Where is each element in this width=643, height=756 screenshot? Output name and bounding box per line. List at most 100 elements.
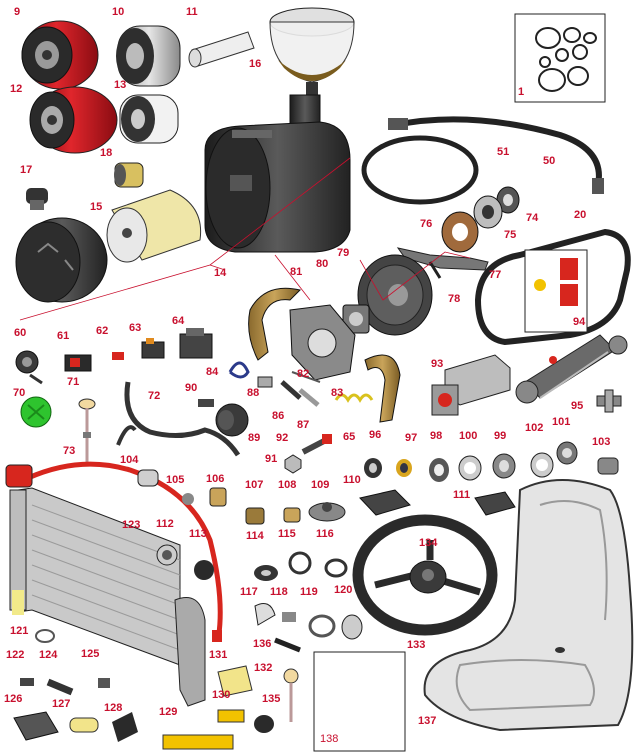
return-spring-icon (228, 361, 250, 379)
label-84: 84 (206, 366, 219, 378)
oil-filter-red-icon (29, 86, 118, 154)
label-80: 80 (316, 258, 329, 270)
seat-icon (423, 479, 634, 732)
label-115: 115 (278, 528, 296, 540)
label-99: 99 (494, 430, 507, 442)
label-102: 102 (525, 422, 544, 434)
radiator-hose-icon (5, 461, 223, 642)
label-86: 86 (272, 410, 285, 422)
label-11: 11 (186, 6, 198, 18)
boot-icon (215, 403, 249, 437)
bushing-icon (137, 469, 301, 525)
label-70: 70 (13, 387, 26, 399)
label-87: 87 (297, 419, 310, 431)
label-77: 77 (489, 269, 502, 281)
label-96: 96 (369, 429, 382, 441)
label-82: 82 (297, 368, 310, 380)
label-14: 14 (214, 267, 227, 279)
label-101: 101 (552, 416, 571, 428)
label-108: 108 (278, 479, 297, 491)
label-18: 18 (100, 147, 113, 159)
label-136: 136 (253, 638, 272, 650)
label-111: 111 (453, 489, 471, 501)
label-91: 91 (265, 453, 278, 465)
label-81: 81 (290, 266, 303, 278)
label-88: 88 (247, 387, 260, 399)
rocker-switch-icon (64, 354, 92, 372)
fuel-filter-icon (21, 20, 99, 90)
label-128: 128 (104, 702, 123, 714)
label-112: 112 (156, 518, 174, 530)
label-114: 114 (246, 530, 264, 542)
label-133: 133 (407, 639, 426, 651)
rubber-mount-icon (308, 502, 346, 522)
small-parts-icon (13, 637, 301, 750)
label-107: 107 (245, 479, 264, 491)
radiator-icon (9, 487, 206, 707)
label-74: 74 (526, 212, 539, 224)
label-50: 50 (543, 155, 556, 167)
label-89: 89 (248, 432, 261, 444)
label-15: 15 (90, 201, 103, 213)
label-125: 125 (81, 648, 100, 660)
label-135: 135 (262, 693, 281, 705)
label-75: 75 (504, 229, 517, 241)
label-93: 93 (431, 358, 444, 370)
bolt-icon (301, 434, 332, 455)
label-61: 61 (57, 330, 70, 342)
label-9: 9 (14, 6, 21, 18)
bearing-icon (441, 186, 520, 253)
breather-cap-icon (26, 188, 48, 210)
air-filter-element-icon (106, 189, 202, 263)
label-62: 62 (96, 325, 109, 337)
pin-icon (257, 371, 321, 407)
regulator-icon (179, 328, 213, 359)
brake-shoe-right-icon (364, 354, 401, 423)
relay-icon (141, 338, 165, 359)
tube-icon (188, 31, 255, 68)
label-98: 98 (430, 430, 443, 442)
u-joint-icon (596, 389, 622, 413)
label-17: 17 (20, 164, 33, 176)
label-126: 126 (4, 693, 23, 705)
flange-icon (342, 304, 370, 334)
air-cleaner-icon (204, 94, 351, 253)
label-63: 63 (129, 322, 142, 334)
label-105: 105 (166, 474, 185, 486)
seal-bearings-icon (364, 441, 619, 482)
label-103: 103 (592, 436, 611, 448)
label-90: 90 (185, 382, 198, 394)
label-120: 120 (334, 584, 353, 596)
label-12: 12 (10, 83, 23, 95)
label-10: 10 (112, 6, 125, 18)
label-1: 1 (518, 86, 525, 98)
label-76: 76 (420, 218, 433, 230)
label-131: 131 (209, 649, 228, 661)
label-71: 71 (67, 376, 80, 388)
label-78: 78 (448, 293, 461, 305)
label-132: 132 (254, 662, 273, 674)
label-106: 106 (206, 473, 225, 485)
inline-filter-icon (114, 162, 144, 188)
label-113: 113 (189, 528, 207, 540)
label-118: 118 (270, 586, 288, 598)
brake-plate-icon (289, 304, 356, 381)
grommet-icon (156, 544, 178, 566)
nut-icon (284, 454, 302, 474)
label-119: 119 (300, 586, 318, 598)
label-60: 60 (14, 327, 27, 339)
hydraulic-hose-icon (388, 116, 604, 194)
label-92: 92 (276, 432, 289, 444)
brake-shoe-icon (248, 287, 301, 361)
fuel-filter-gray-icon (116, 25, 181, 87)
label-109: 109 (311, 479, 330, 491)
cylinder-icon (515, 334, 628, 404)
label-97: 97 (405, 432, 418, 444)
label-100: 100 (459, 430, 478, 442)
steering-wheel-icon (352, 514, 498, 636)
label-64: 64 (172, 315, 185, 327)
drive-belt-small-icon (361, 135, 479, 205)
label-95: 95 (571, 400, 584, 412)
